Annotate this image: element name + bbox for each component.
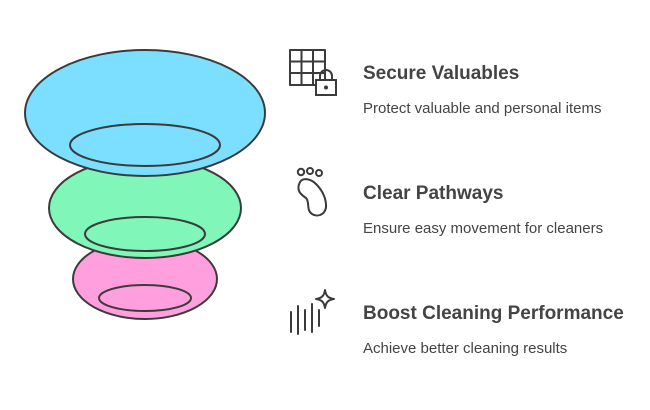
funnel-layer-top-hole [69,123,221,167]
item-title-boost-cleaning: Boost Cleaning Performance [363,303,624,324]
item-title-clear-pathways: Clear Pathways [363,183,504,204]
item-desc-secure-valuables: Protect valuable and personal items [363,100,602,117]
item-desc-boost-cleaning: Achieve better cleaning results [363,340,568,357]
funnel-diagram [24,49,266,320]
footprint-icon [296,167,328,217]
funnel-layer-bottom-hole [98,284,192,312]
item-title-secure-valuables: Secure Valuables [363,63,520,84]
sparkle-lines-icon [290,289,335,335]
funnel-layer-middle-hole [84,216,206,252]
item-desc-clear-pathways: Ensure easy movement for cleaners [363,220,604,237]
grid-lock-icon [289,49,337,96]
